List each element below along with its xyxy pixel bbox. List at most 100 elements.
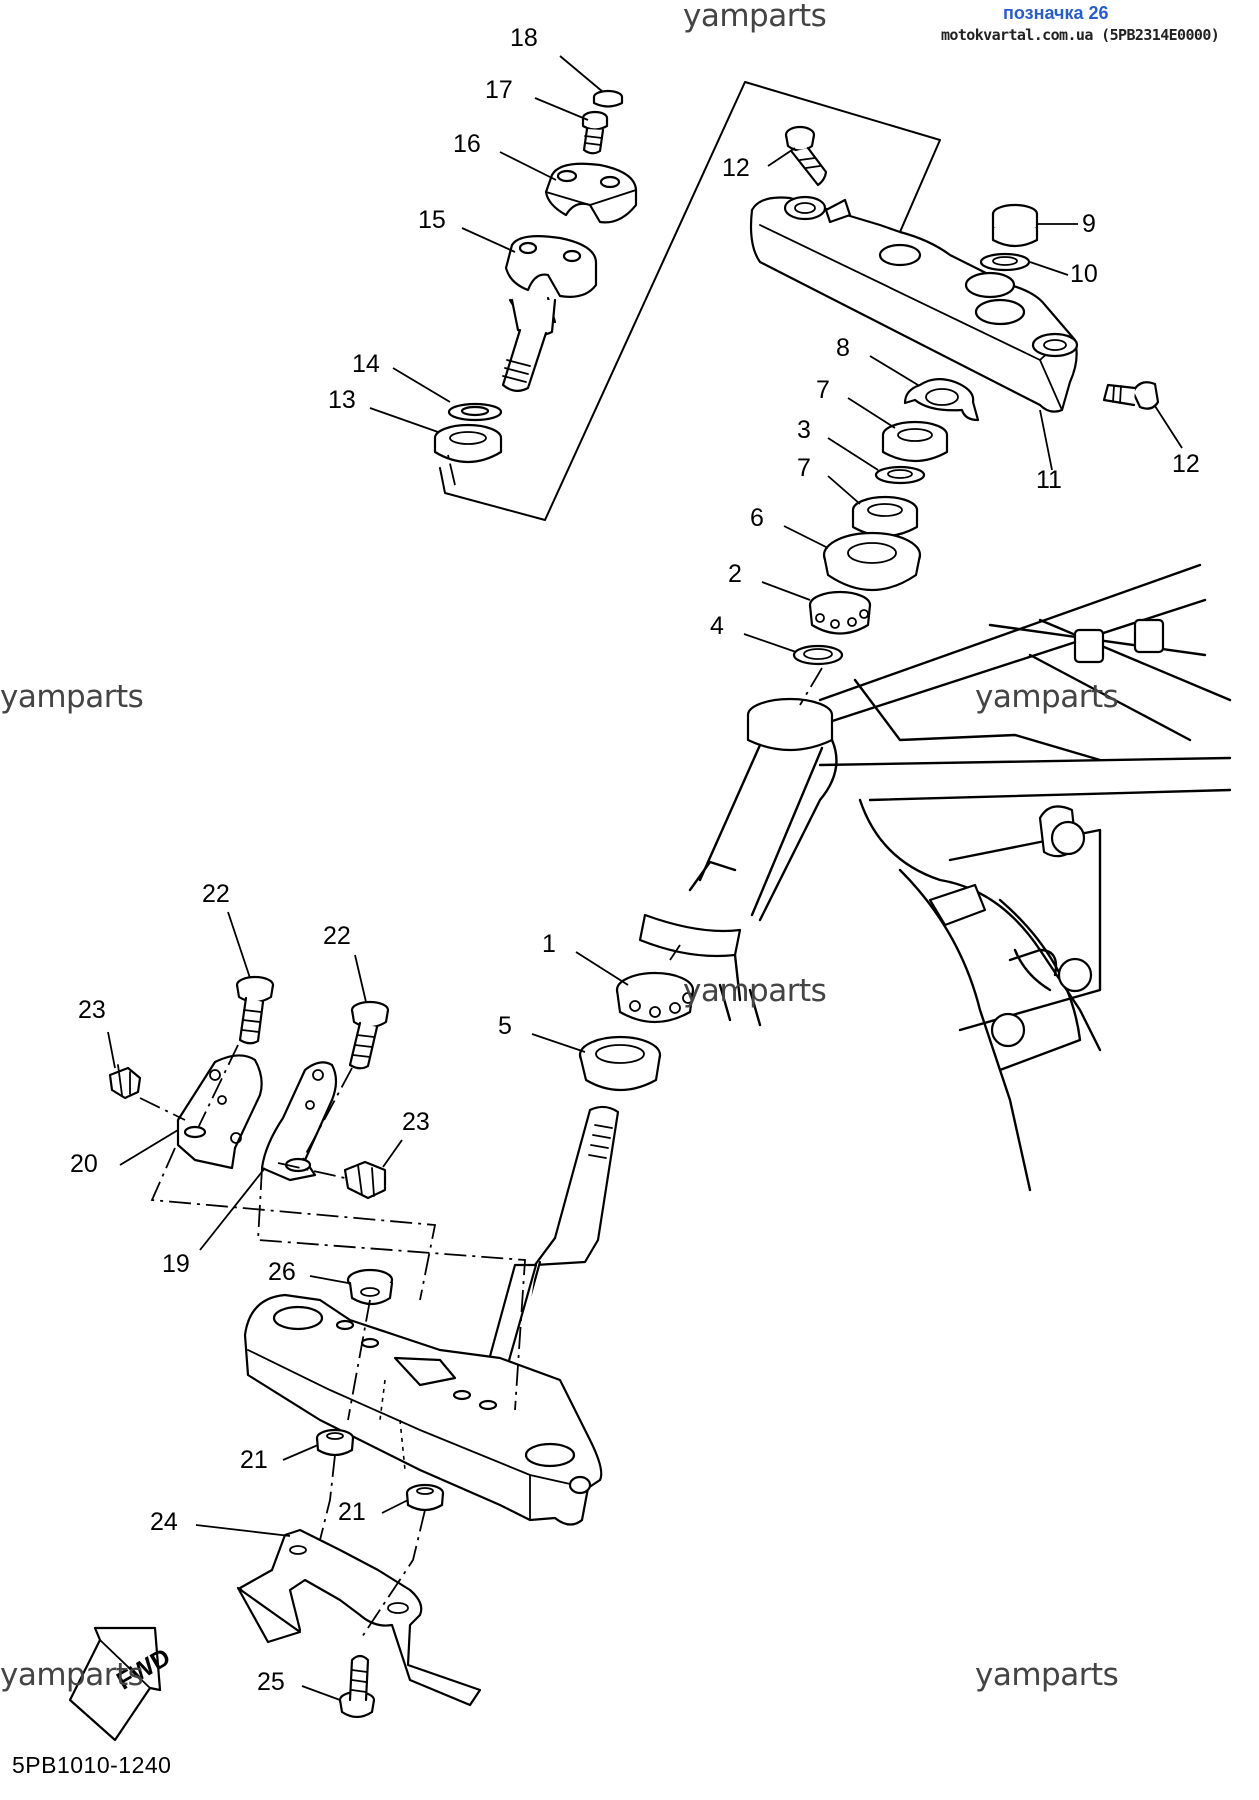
- callout-1[interactable]: 1: [542, 930, 629, 986]
- header-label-link[interactable]: позначка 26: [1003, 3, 1109, 23]
- part-17-bolt[interactable]: [581, 110, 609, 155]
- callout-8[interactable]: 8: [836, 334, 919, 386]
- callout-10[interactable]: 10: [1029, 260, 1098, 288]
- part-4-washer[interactable]: [792, 644, 844, 666]
- part-26-nut[interactable]: [346, 1268, 394, 1306]
- callout-leader: [767, 147, 796, 167]
- part-8-lock-washer[interactable]: [903, 378, 980, 422]
- callout-14[interactable]: 14: [352, 350, 451, 403]
- callout-leader: [354, 954, 367, 1003]
- part-13-damper[interactable]: [433, 423, 503, 463]
- callout-number: 16: [453, 130, 481, 158]
- callout-15[interactable]: 15: [418, 206, 516, 253]
- callout-22[interactable]: 22: [202, 880, 251, 979]
- callout-11[interactable]: 11: [1036, 409, 1062, 494]
- part-lower-bracket[interactable]: [243, 1293, 603, 1526]
- part-19-bracket[interactable]: [260, 1061, 338, 1182]
- callout-leader: [575, 951, 629, 986]
- watermark-center: yamparts: [683, 973, 826, 1009]
- callout-12[interactable]: 12: [1154, 405, 1200, 478]
- callout-number: 8: [836, 334, 850, 362]
- part-16-upper-holder[interactable]: [544, 162, 638, 224]
- part-12-bolt-top[interactable]: [784, 125, 828, 187]
- part-6-bearing-cover[interactable]: [822, 531, 922, 591]
- part-3-washer[interactable]: [874, 465, 926, 485]
- callout-number: 24: [150, 1508, 178, 1536]
- part-22-bolt-b[interactable]: [348, 1000, 390, 1070]
- callout-number: 9: [1082, 210, 1096, 238]
- callout-number: 15: [418, 206, 446, 234]
- steering-stack: [578, 378, 980, 1091]
- callout-16[interactable]: 16: [453, 130, 557, 181]
- part-23-clip-right[interactable]: [343, 1160, 387, 1200]
- callout-6[interactable]: 6: [750, 504, 829, 549]
- callout-12[interactable]: 12: [722, 147, 796, 182]
- callout-leader: [392, 367, 451, 403]
- part-21-nut-right[interactable]: [405, 1483, 445, 1512]
- callout-7[interactable]: 7: [816, 376, 896, 429]
- callout-7[interactable]: 7: [797, 454, 861, 505]
- callout-5[interactable]: 5: [498, 1012, 586, 1053]
- handlebar-holder-group: [433, 81, 941, 521]
- callout-leader: [559, 55, 604, 93]
- callout-number: 22: [323, 922, 351, 950]
- part-7-ring-nut-lower[interactable]: [851, 495, 919, 537]
- part-7-ring-nut-upper[interactable]: [881, 420, 949, 462]
- part-22-bolt-a[interactable]: [235, 975, 275, 1045]
- callout-19[interactable]: 19: [162, 1167, 266, 1278]
- callout-number: 26: [268, 1258, 296, 1286]
- callout-leader: [761, 581, 811, 601]
- callout-21[interactable]: 21: [338, 1498, 409, 1526]
- callout-20[interactable]: 20: [70, 1129, 179, 1178]
- callout-leader: [199, 1167, 266, 1251]
- callout-number: 25: [257, 1668, 285, 1696]
- callout-leader: [499, 151, 557, 181]
- callout-leader: [534, 97, 589, 121]
- part-20-bracket[interactable]: [176, 1054, 263, 1170]
- callout-number: 10: [1070, 260, 1098, 288]
- callout-3[interactable]: 3: [797, 416, 879, 471]
- part-14-washer[interactable]: [447, 402, 503, 422]
- part-5-lower-race[interactable]: [578, 1035, 662, 1091]
- part-2-upper-bearing[interactable]: [808, 590, 872, 635]
- callout-number: 17: [485, 76, 513, 104]
- part-15-lower-holder[interactable]: [501, 235, 598, 392]
- watermarks: yamparts yamparts yamparts yamparts yamp…: [0, 0, 1119, 1693]
- callout-22[interactable]: 22: [323, 922, 367, 1003]
- part-21-nut-left[interactable]: [315, 1428, 355, 1457]
- watermark-right: yamparts: [975, 679, 1118, 715]
- callout-leader: [195, 1524, 291, 1537]
- part-23-clip-left[interactable]: [108, 1064, 142, 1100]
- callout-23[interactable]: 23: [382, 1108, 430, 1168]
- callout-18[interactable]: 18: [510, 24, 604, 93]
- part-12-bolt-right[interactable]: [1102, 381, 1160, 410]
- part-18-cap[interactable]: [592, 89, 624, 108]
- callout-21[interactable]: 21: [240, 1444, 319, 1474]
- callout-leader: [531, 1033, 586, 1053]
- part-24-plate[interactable]: [236, 1528, 482, 1707]
- part-11-upper-bracket[interactable]: [749, 195, 1079, 413]
- callout-9[interactable]: 9: [1038, 210, 1096, 238]
- callout-number: 7: [797, 454, 811, 482]
- callout-23[interactable]: 23: [78, 996, 116, 1069]
- part-9-cap-nut[interactable]: [991, 203, 1039, 248]
- callout-2[interactable]: 2: [728, 560, 811, 601]
- callout-26[interactable]: 26: [268, 1258, 349, 1286]
- watermark-top: yamparts: [683, 0, 826, 34]
- frame-illustration: [638, 563, 1232, 1192]
- callout-17[interactable]: 17: [485, 76, 589, 121]
- callout-4[interactable]: 4: [710, 612, 797, 653]
- callout-leader: [869, 355, 919, 386]
- callout-25[interactable]: 25: [257, 1668, 341, 1701]
- part-10-washer[interactable]: [979, 252, 1031, 272]
- callout-13[interactable]: 13: [328, 386, 439, 433]
- part-1-lower-bearing[interactable]: [615, 944, 695, 1023]
- callout-leader: [301, 1685, 341, 1701]
- callout-number: 14: [352, 350, 380, 378]
- callout-24[interactable]: 24: [150, 1508, 291, 1537]
- callout-leader: [461, 227, 516, 253]
- part-25-bolt[interactable]: [338, 1654, 376, 1719]
- callout-leader: [282, 1444, 319, 1461]
